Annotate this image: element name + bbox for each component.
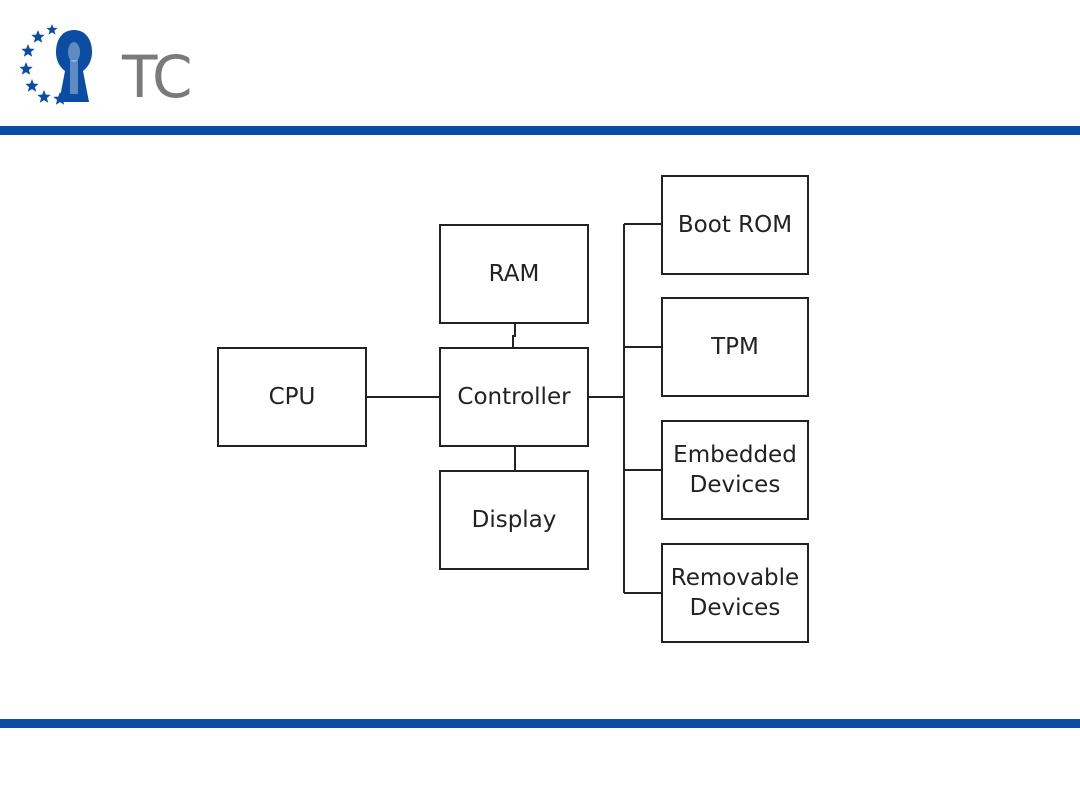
star-icon: [21, 44, 35, 57]
star-icon: [46, 24, 58, 35]
logo-mark-icon: [19, 24, 92, 105]
header-band: [0, 126, 1080, 135]
node-boot-rom: Boot ROM: [661, 175, 809, 275]
node-controller: Controller: [439, 347, 589, 447]
node-cpu: CPU: [217, 347, 367, 447]
node-embedded-devices: Embedded Devices: [661, 420, 809, 520]
star-icon: [19, 62, 33, 75]
star-icon: [37, 90, 51, 103]
node-ram: RAM: [439, 224, 589, 324]
node-tpm: TPM: [661, 297, 809, 397]
footer-band: [0, 719, 1080, 728]
itc-logo: TC: [18, 22, 198, 112]
logo-text: TC: [122, 43, 193, 111]
edge-ram-controller: [512, 324, 516, 347]
keyhole-icon: [56, 30, 92, 102]
node-removable-devices: Removable Devices: [661, 543, 809, 643]
node-display: Display: [439, 470, 589, 570]
star-icon: [25, 79, 39, 92]
star-icon: [31, 30, 45, 43]
